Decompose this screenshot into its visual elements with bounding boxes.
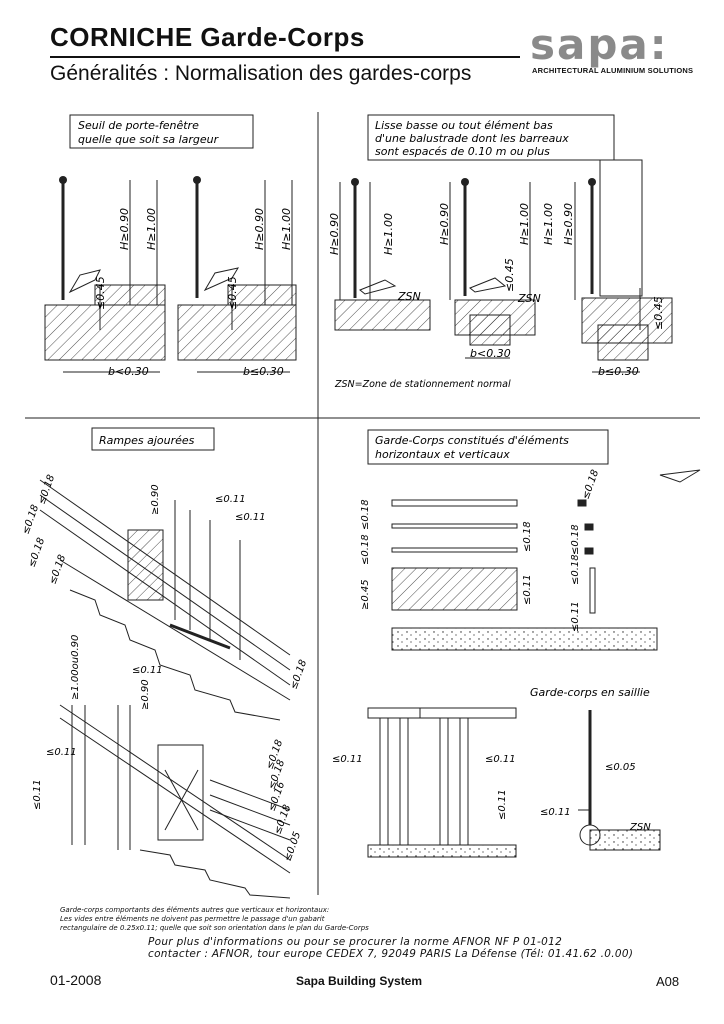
caption-box-top-right (367, 114, 615, 161)
section-right-3 (574, 159, 673, 373)
dim-h090-1: H≥0.90 (118, 208, 131, 250)
stair-drawing-1 (39, 479, 291, 721)
caption-top-right-2: d'une balustrade dont les barreaux (375, 132, 569, 145)
dim-011-h: ≤0.11 (332, 754, 363, 765)
section-left-2 (177, 176, 297, 373)
dim-h090-2: H≥0.90 (253, 208, 266, 250)
dim-018-b: ≤0.18 (20, 503, 41, 536)
dim-045-3: ≤0.45 (503, 258, 516, 292)
vertical-elements (367, 707, 517, 858)
stair-drawing-2 (59, 704, 291, 899)
dim-018-l: ≤0.18 (580, 468, 601, 501)
title-rule (50, 56, 520, 58)
info-line-2: contacter : AFNOR, tour europe CEDEX 7, … (148, 948, 634, 960)
dim-018-c: ≤0.18 (26, 536, 47, 569)
dim-h100-4: H≥1.00 (518, 203, 531, 245)
section-left-1 (44, 176, 166, 373)
dim-h090-3: H≥0.90 (328, 213, 341, 255)
footnote-line-2: Les vides entre éléments ne doivent pas … (60, 915, 325, 923)
arrow-mark (659, 469, 701, 483)
dim-018-k: ≤0.18 (522, 521, 533, 552)
dim-011-c: ≤0.11 (132, 665, 163, 676)
dim-018-j: ≤0.18 (360, 534, 371, 565)
saillie-detail (578, 710, 661, 851)
dim-ge045: ≥0.45 (360, 579, 371, 610)
info-line-1: Pour plus d'informations ou pour se proc… (148, 936, 563, 948)
caption-top-right-1: Lisse basse ou tout élément bas (375, 119, 553, 132)
info-block: Pour plus d'informations ou pour se proc… (148, 936, 633, 960)
dim-011-a: ≤0.11 (215, 494, 246, 505)
dim-b-1: b<0.30 (108, 365, 149, 378)
dim-011-d: ≤0.11 (46, 747, 77, 758)
caption-saillie: Garde-corps en saillie (530, 686, 650, 699)
dim-h100-5: H≥1.00 (542, 203, 555, 245)
dim-018-n: ≤0.18 (570, 554, 581, 585)
dim-045-2: ≤0.45 (226, 276, 239, 310)
footer-page-number: A08 (656, 974, 680, 989)
dim-b-3: b<0.30 (470, 347, 511, 360)
dim-011-j: ≤0.11 (497, 789, 508, 820)
dim-011-g: ≤0.11 (570, 601, 581, 632)
section-right-2 (449, 178, 536, 359)
dim-ge090-1: ≥0.90 (150, 484, 161, 515)
dim-h100-3: H≥1.00 (382, 213, 395, 255)
dim-018-e: ≤0.18 (288, 658, 309, 691)
dim-range: ≥1.00ou0.90 (70, 635, 81, 700)
dim-011-e: ≤0.11 (32, 779, 43, 810)
dim-011-b: ≤0.11 (235, 512, 266, 523)
section-right-1 (334, 178, 431, 331)
dim-h100-2: H≥1.00 (280, 208, 293, 250)
dim-b-2: b≤0.30 (243, 365, 284, 378)
dim-ge090-2: ≥0.90 (140, 679, 151, 710)
dim-h090-4: H≥0.90 (438, 203, 451, 245)
footer-date: 01-2008 (50, 972, 102, 988)
caption-box-bottom-right (367, 429, 609, 465)
footer-brand: Sapa Building System (296, 974, 423, 988)
caption-bottom-left: Rampes ajourées (99, 434, 195, 447)
caption-box-top-left (69, 114, 254, 149)
footnote-line-3: rectangulaire de 0.25x0.11; quelle que s… (60, 924, 369, 932)
caption-bottom-right-1: Garde-Corps constitués d'éléments (375, 434, 569, 447)
footnote-line-1: Garde-corps comportants des éléments aut… (60, 906, 330, 914)
zsn-3: ZSN (629, 822, 651, 833)
zsn-note: ZSN=Zone de stationnement normal (334, 379, 511, 390)
dim-005-a: ≤0.05 (282, 830, 303, 863)
logo-tagline: ARCHITECTURAL ALUMINIUM SOLUTIONS (532, 66, 694, 75)
sapa-logo: sapa: (530, 20, 669, 69)
dim-018-d: ≤0.18 (47, 553, 68, 586)
horizontal-elements (391, 499, 658, 651)
page-title: CORNICHE Garde-Corps (50, 22, 365, 52)
dim-005-b: ≤0.05 (605, 762, 636, 773)
dim-018-i: ≤0.18 (360, 499, 371, 530)
dim-011-f: ≤0.11 (522, 574, 533, 605)
page-subtitle: Généralités : Normalisation des gardes-c… (50, 62, 472, 85)
caption-box-bottom-left (91, 427, 215, 451)
dim-b-4: b≤0.30 (598, 365, 639, 378)
zsn-1: ZSN (397, 290, 421, 303)
zsn-2: ZSN (517, 292, 541, 305)
caption-top-left-2: quelle que soit sa largeur (78, 133, 220, 146)
caption-bottom-right-2: horizontaux et verticaux (375, 448, 510, 461)
dim-011-i: ≤0.11 (485, 754, 516, 765)
dim-h090-5: H≥0.90 (562, 203, 575, 245)
footnote: Garde-corps comportants des éléments aut… (60, 906, 380, 933)
dim-h100-1: H≥1.00 (145, 208, 158, 250)
dim-045-1: ≤0.45 (94, 276, 107, 310)
dim-011-k: ≤0.11 (540, 807, 571, 818)
caption-top-right-3: sont espacés de 0.10 m ou plus (375, 145, 550, 158)
caption-top-left-1: Seuil de porte-fenêtre (78, 119, 199, 132)
dim-018-m: ≤0.18 (570, 524, 581, 555)
dim-045-4: ≤0.45 (652, 296, 665, 330)
